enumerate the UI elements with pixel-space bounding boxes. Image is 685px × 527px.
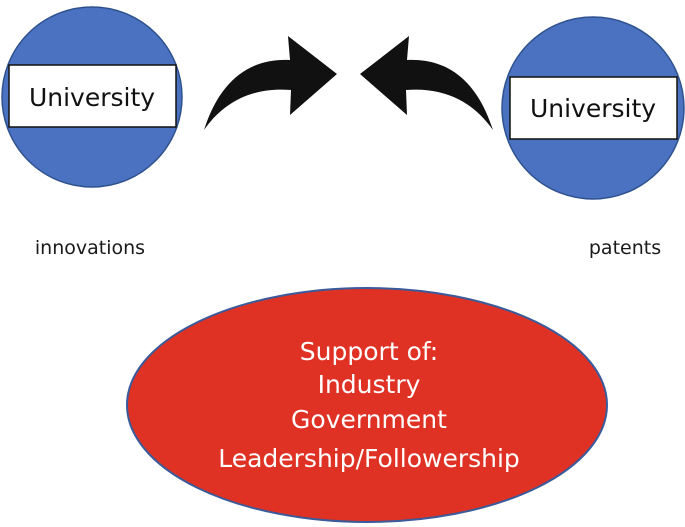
left-university-box xyxy=(8,64,177,128)
left-university-label: University xyxy=(29,83,155,112)
innovations-caption: innovations xyxy=(35,237,145,259)
left-curved-arrow xyxy=(204,36,337,130)
right-university-label: University xyxy=(530,94,656,123)
support-ellipse xyxy=(126,287,608,523)
support-line-3: Government xyxy=(291,405,447,434)
right-university-node: University xyxy=(501,16,685,200)
support-node: Support of: Industry Government Leadersh… xyxy=(126,287,608,523)
support-line-2: Industry xyxy=(318,370,421,399)
patents-caption: patents xyxy=(589,237,661,259)
left-university-node: University xyxy=(1,6,183,188)
support-line-4: Leadership/Followership xyxy=(218,444,520,473)
right-university-box xyxy=(509,76,678,140)
support-line-1: Support of: xyxy=(300,337,438,366)
right-curved-arrow xyxy=(360,36,493,130)
